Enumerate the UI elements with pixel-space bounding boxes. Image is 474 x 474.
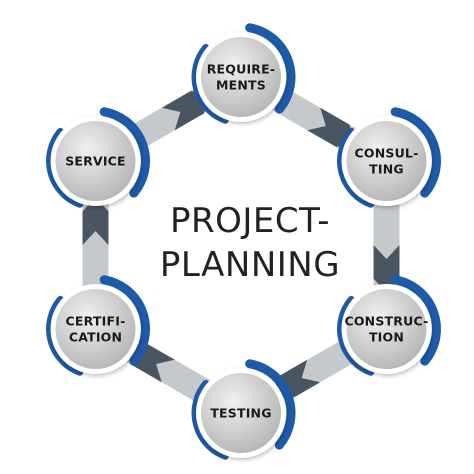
node-label: MENTS <box>216 78 266 93</box>
node-accent-arc <box>191 43 229 124</box>
node-requirements: REQUIRE-MENTS <box>191 23 296 124</box>
node-circle <box>346 289 427 369</box>
center-title-line-2: PLANNING <box>160 245 340 285</box>
node-circle <box>346 121 427 201</box>
node-accent-arc <box>390 275 441 366</box>
node-accent-arc <box>46 127 84 208</box>
ring-arrow <box>82 197 109 245</box>
node-label: CONSUL- <box>355 146 419 161</box>
cycle-nodes: REQUIRE-MENTS CONSUL-TING CONSTRUC-TION TES… <box>46 23 441 460</box>
node-label: TESTING <box>210 406 271 421</box>
node-label: CATION <box>69 330 122 345</box>
node-accent-arc <box>337 127 375 208</box>
node-testing: TESTING <box>191 359 296 460</box>
node-consulting: CONSUL-TING <box>337 107 441 208</box>
node-accent-arc <box>245 23 296 114</box>
node-accent-arc <box>390 107 441 198</box>
node-accent-arc <box>191 379 229 460</box>
node-accent-arc <box>99 275 150 366</box>
center-title-line-1: PROJECT- <box>170 201 330 241</box>
node-accent-arc <box>337 295 375 376</box>
node-circle <box>201 373 281 453</box>
node-accent-arc <box>99 107 150 198</box>
node-label: TION <box>369 330 404 345</box>
node-circle <box>201 37 281 117</box>
node-circle <box>55 121 136 201</box>
ring-arrow <box>307 107 355 148</box>
node-label: SERVICE <box>65 154 126 169</box>
node-construction: CONSTRUC-TION <box>337 275 441 376</box>
node-label: TING <box>369 162 404 177</box>
node-label: CONSTRUC- <box>344 314 428 329</box>
node-label: CERTIFI- <box>66 314 126 329</box>
node-accent-arc <box>245 359 296 450</box>
node-accent-arc <box>46 295 84 376</box>
node-circle <box>55 289 136 369</box>
node-certification: CERTIFI-CATION <box>46 275 150 376</box>
node-service: SERVICE <box>46 107 150 208</box>
ring-arrow <box>161 90 210 131</box>
node-label: REQUIRE- <box>207 62 276 77</box>
